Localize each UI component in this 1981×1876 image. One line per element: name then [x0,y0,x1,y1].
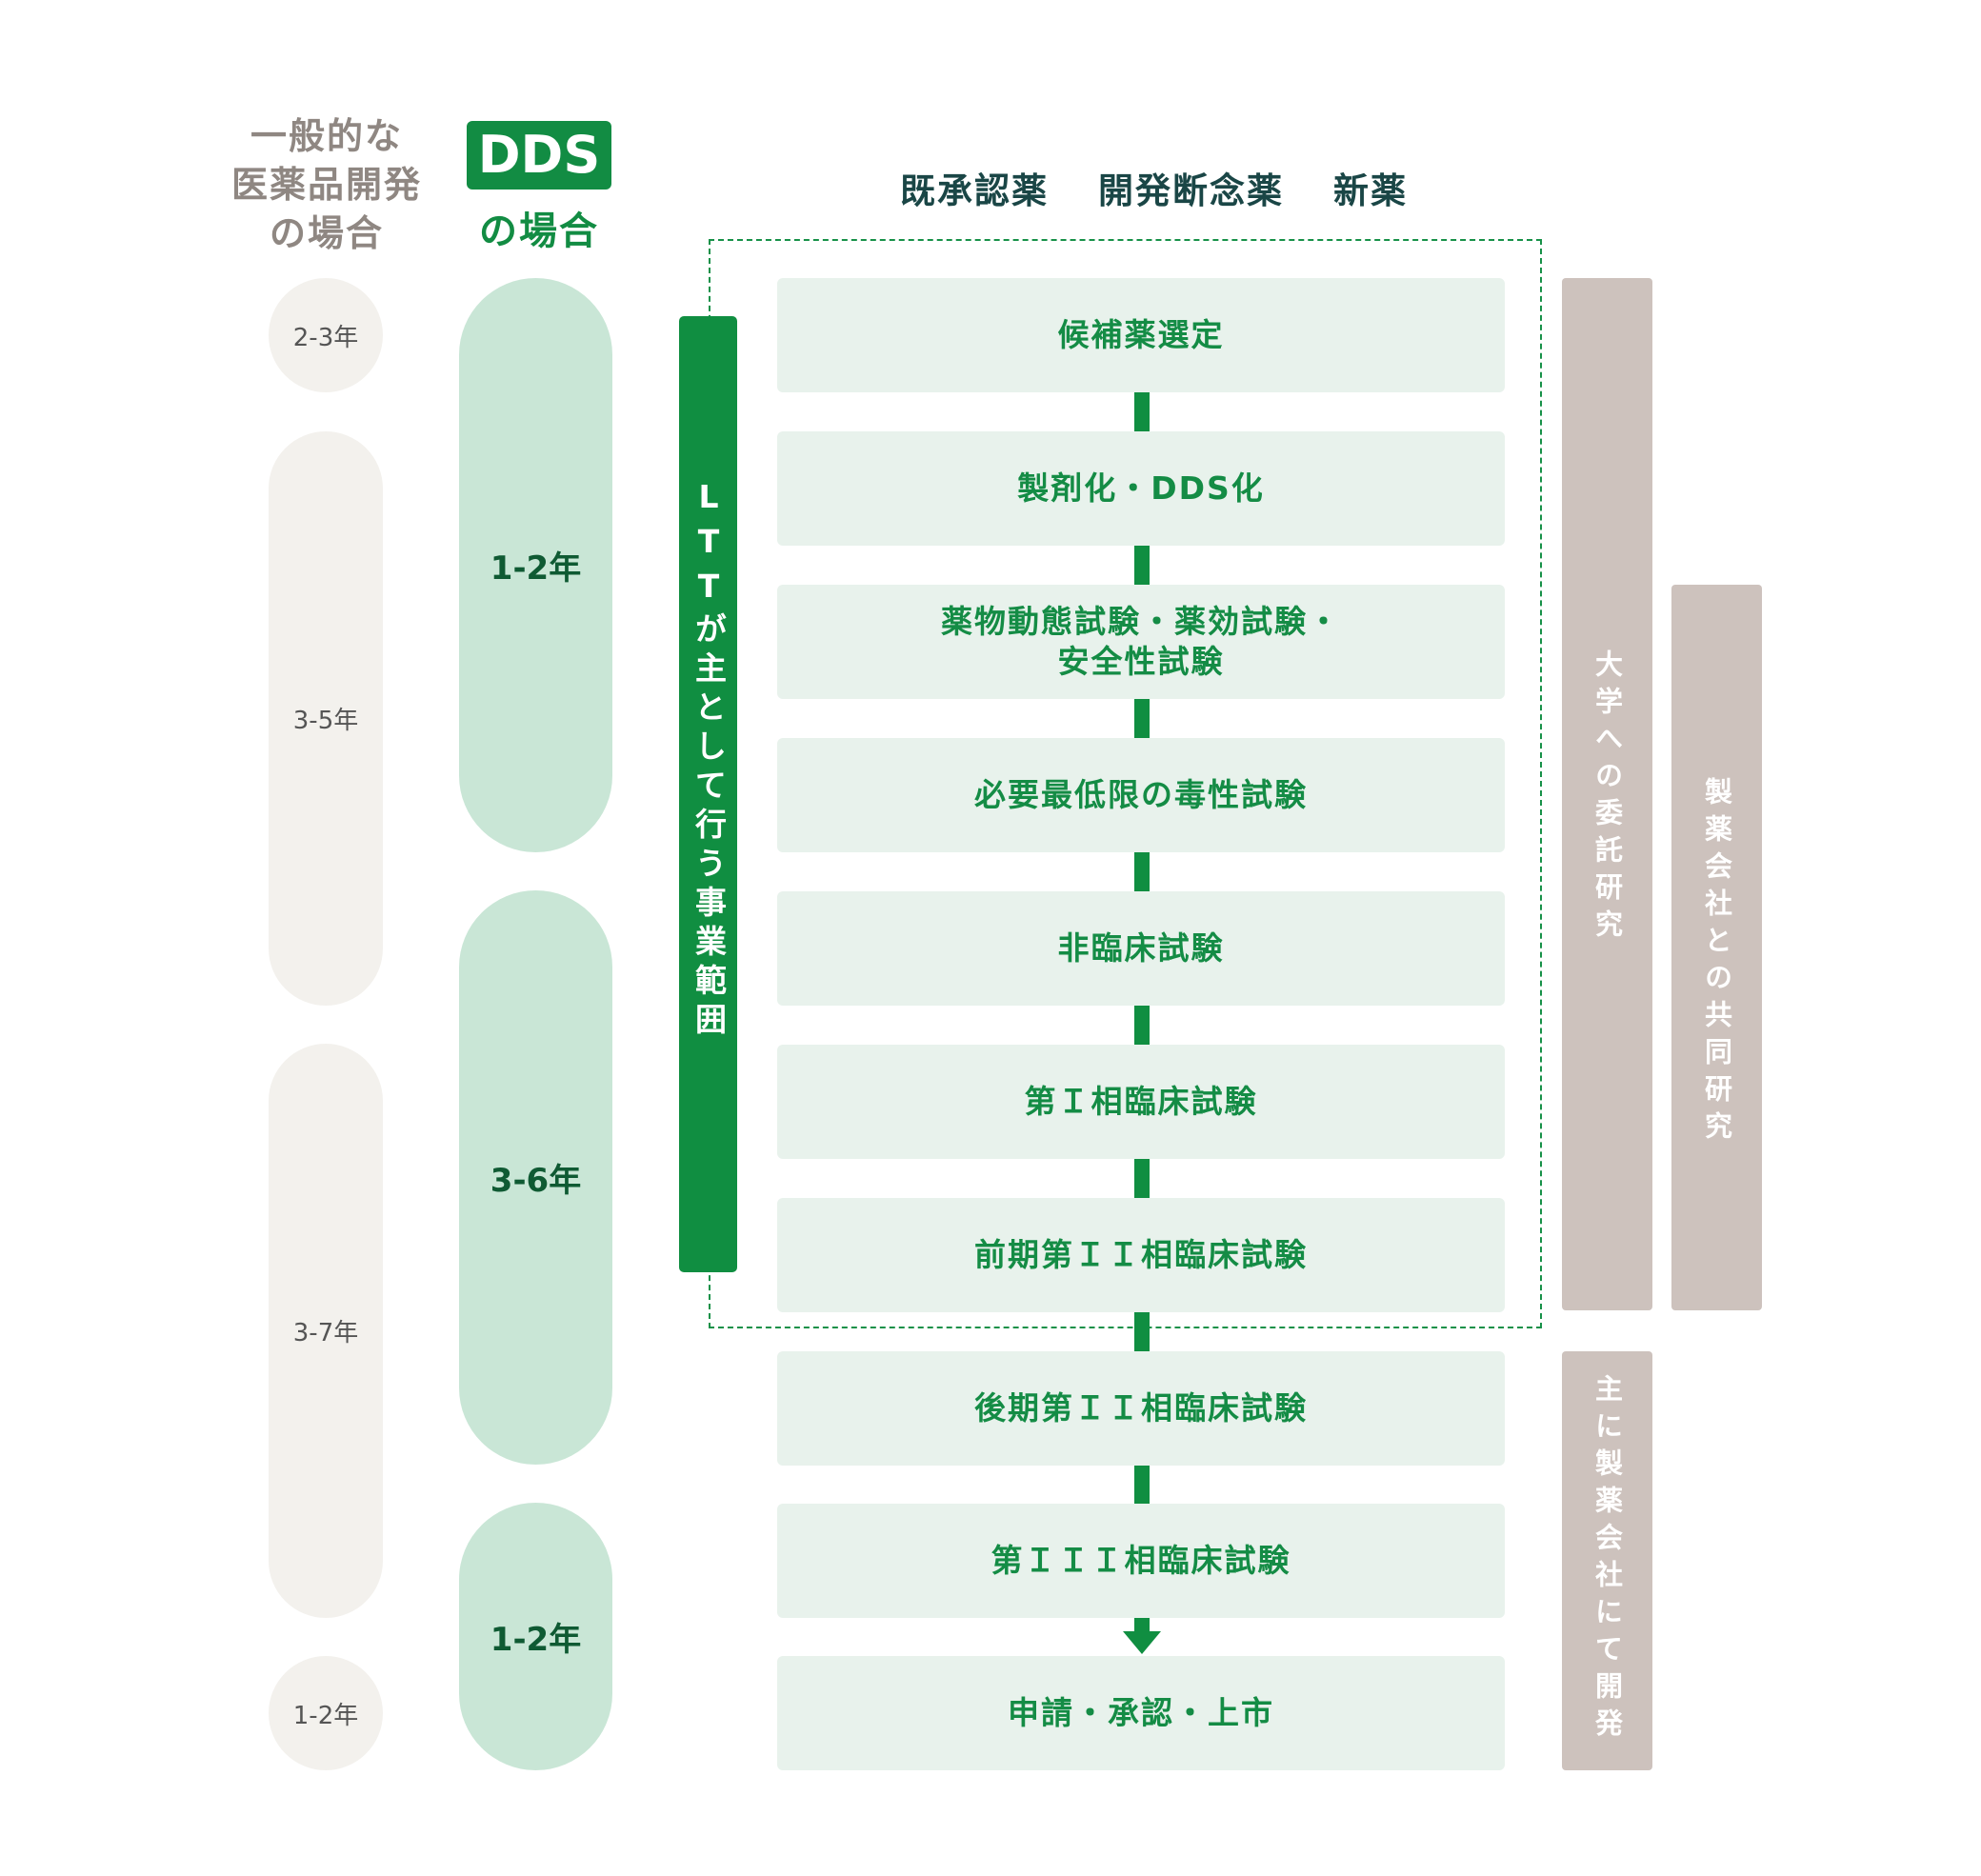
step-label: 製剤化・DDS化 [1017,469,1265,507]
general-period-label: 2-3年 [292,323,359,352]
step-formulation-dds: 製剤化・DDS化 [777,431,1505,546]
pharma-development-label: 主に製薬会社にて開発 [1591,1374,1624,1746]
step-early-phase-2: 前期第ＩＩ相臨床試験 [777,1198,1505,1312]
step-label: 第ＩＩＩ相臨床試験 [990,1542,1291,1579]
ltt-scope-label: LTTが主として行う事業範囲 [690,478,728,1042]
dds-case-label: の場合 [479,210,599,253]
general-period-pill: 3-7年 [269,1044,383,1618]
step-late-phase-2: 後期第ＩＩ相臨床試験 [777,1351,1505,1466]
dds-period-label: 1-2年 [490,549,582,588]
step-label: 薬物動態試験・薬効試験・ [941,603,1341,640]
step-connector [1134,1006,1150,1045]
dds-period-label: 3-6年 [490,1162,582,1200]
step-toxicity: 必要最低限の毒性試験 [777,738,1505,852]
category-approved-drugs: 既承認薬 [900,170,1049,211]
step-label: 必要最低限の毒性試験 [974,776,1308,813]
dds-period-pill: 1-2年 [459,278,612,852]
category-abandoned-drugs: 開発断念薬 [1098,170,1284,211]
pharma-development-bar: 主に製薬会社にて開発 [1562,1351,1652,1770]
step-label: 後期第ＩＩ相臨床試験 [974,1389,1308,1427]
general-header-line: 医薬品開発 [230,164,422,206]
category-new-drugs: 新薬 [1333,170,1408,211]
step-label: 第Ｉ相臨床試験 [1024,1083,1258,1120]
drug-category-header: 既承認薬 開発断念薬 新薬 [900,162,1408,211]
general-period-pill: 3-5年 [269,431,383,1006]
general-header-line: 一般的な [250,115,403,157]
dds-badge: DDS [467,121,611,190]
step-label: 前期第ＩＩ相臨床試験 [974,1236,1308,1273]
step-connector [1134,1466,1150,1505]
step-nonclinical: 非臨床試験 [777,891,1505,1006]
dds-period-label: 1-2年 [490,1621,582,1659]
step-phase-3: 第ＩＩＩ相臨床試験 [777,1504,1505,1618]
step-connector [1134,392,1150,431]
general-period-pill: 1-2年 [269,1656,383,1770]
step-label: 安全性試験 [1057,643,1225,680]
general-period-pill: 2-3年 [269,278,383,392]
general-development-header: 一般的な 医薬品開発 の場合 [219,112,434,258]
joint-research-label: 製薬会社との共同研究 [1700,777,1733,1148]
step-connector [1134,1312,1150,1351]
step-connector [1134,1618,1150,1633]
ltt-scope-bar: LTTが主として行う事業範囲 [679,316,737,1272]
step-application-approval-launch: 申請・承認・上市 [777,1656,1505,1770]
general-period-label: 3-7年 [292,1319,359,1347]
dds-period-pill: 3-6年 [459,890,612,1465]
step-label: 非臨床試験 [1057,929,1225,967]
step-label: 申請・承認・上市 [1008,1694,1274,1731]
step-connector [1134,699,1150,738]
university-research-label: 大学への委託研究 [1591,649,1624,947]
step-phase-1: 第Ｉ相臨床試験 [777,1045,1505,1159]
step-connector [1134,1159,1150,1198]
arrow-down-icon [1123,1631,1161,1654]
dds-period-pill: 1-2年 [459,1503,612,1770]
joint-research-bar: 製薬会社との共同研究 [1671,585,1762,1310]
step-candidate-selection: 候補薬選定 [777,278,1505,392]
general-period-label: 3-5年 [292,707,359,735]
university-research-bar: 大学への委託研究 [1562,278,1652,1310]
general-header-line: の場合 [269,212,384,254]
step-connector [1134,546,1150,585]
step-connector [1134,852,1150,891]
step-label: 候補薬選定 [1057,316,1225,353]
general-period-label: 1-2年 [292,1701,359,1730]
step-pk-efficacy-safety: 薬物動態試験・薬効試験・ 安全性試験 [777,585,1505,699]
